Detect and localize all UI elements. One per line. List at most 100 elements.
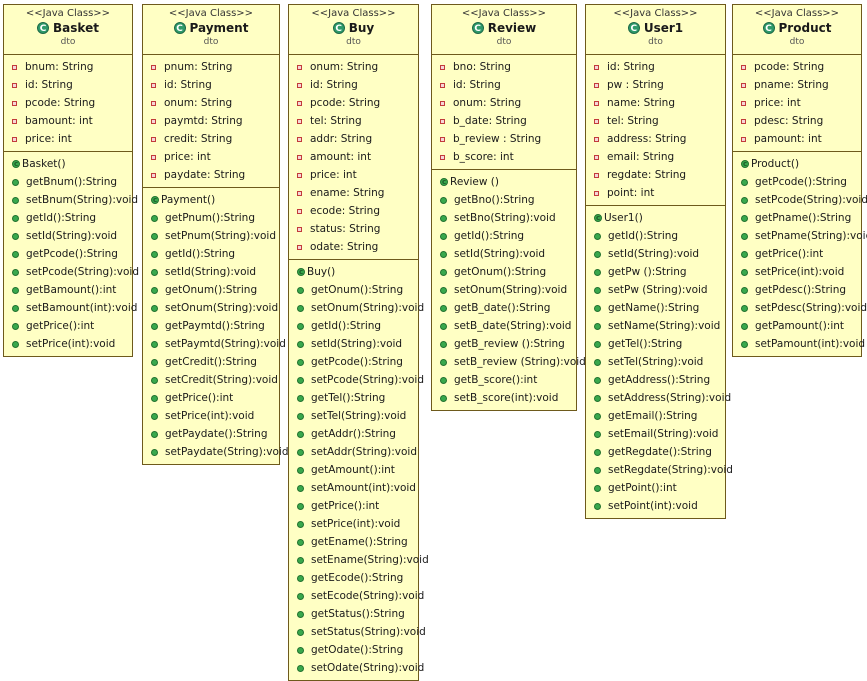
method-text: setId(String):void (608, 248, 700, 260)
constructor-icon (151, 191, 159, 209)
attribute-row: price: int (4, 130, 132, 148)
method-row: getTel():String (586, 335, 725, 353)
method-row: setAmount(int):void (289, 479, 418, 497)
method-text: setOnum(String):void (454, 284, 568, 296)
public-method-icon (440, 268, 447, 276)
method-text: getPcode():String (755, 176, 847, 188)
method-row: getPcode():String (289, 353, 418, 371)
method-row: setPamount(int):void (733, 335, 865, 353)
public-method-icon (297, 484, 304, 492)
method-text: setId(String):void (454, 248, 546, 260)
package-label: dto (346, 37, 361, 47)
method-row: getPnum():String (143, 209, 279, 227)
method-text: getB_score():int (454, 374, 538, 386)
method-text: getEcode():String (311, 572, 404, 584)
method-text: getPw ():String (608, 266, 687, 278)
method-text: setTel(String):void (608, 356, 704, 368)
method-row: getB_score():int (432, 371, 576, 389)
attribute-row: onum: String (289, 58, 418, 76)
stereotype-label: <<Java Class>> (168, 8, 254, 19)
attribute-text: pcode: String (754, 61, 825, 73)
method-row: setB_date(String):void (432, 317, 576, 335)
public-method-icon (12, 268, 19, 276)
public-method-icon (297, 592, 304, 600)
attribute-text: b_review : String (453, 133, 542, 145)
constructor-icon (12, 155, 20, 173)
attribute-row: pcode: String (733, 58, 861, 76)
class-icon: C (173, 22, 186, 34)
method-row: setId(String):void (586, 245, 725, 263)
public-method-icon (440, 394, 447, 402)
method-text: getPnum():String (165, 212, 255, 224)
private-field-icon (151, 136, 156, 142)
methods-section: User1() getId():String setId(String):void g… (586, 206, 733, 518)
public-method-icon (594, 430, 601, 438)
method-row: setPw (String):void (586, 281, 725, 299)
public-method-icon (297, 394, 304, 402)
public-method-icon (297, 358, 304, 366)
public-method-icon (741, 322, 748, 330)
method-text: getPrice():int (311, 500, 380, 512)
method-row: setId(String):void (432, 245, 576, 263)
method-row: setB_review (String):void (432, 353, 586, 371)
attribute-text: addr: String (310, 133, 373, 145)
method-row: getPw ():String (586, 263, 725, 281)
method-text: getId():String (608, 230, 679, 242)
attribute-row: bno: String (432, 58, 576, 76)
method-row: setPoint(int):void (586, 497, 725, 515)
attribute-row: id: String (289, 76, 418, 94)
attribute-row: ecode: String (289, 202, 418, 220)
public-method-icon (594, 448, 601, 456)
attribute-row: address: String (586, 130, 725, 148)
public-method-icon (594, 286, 601, 294)
public-method-icon (12, 232, 19, 240)
attribute-text: paydate: String (164, 169, 246, 181)
method-row: setPrice(int):void (733, 263, 861, 281)
method-text: getPrice():int (755, 248, 824, 260)
method-text: setBno(String):void (454, 212, 556, 224)
method-row: setName(String):void (586, 317, 725, 335)
method-text: setPcode(String):void (26, 266, 139, 278)
attribute-text: pnum: String (164, 61, 233, 73)
public-method-icon (151, 286, 158, 294)
public-method-icon (297, 322, 304, 330)
attribute-text: pcode: String (310, 97, 381, 109)
attribute-text: b_score: int (453, 151, 514, 163)
public-method-icon (151, 430, 158, 438)
method-text: getId():String (165, 248, 236, 260)
private-field-icon (297, 100, 302, 106)
private-field-icon (594, 136, 599, 142)
private-field-icon (594, 100, 599, 106)
method-row: getPcode():String (733, 173, 861, 191)
public-method-icon (297, 376, 304, 384)
private-field-icon (297, 172, 302, 178)
public-method-icon (741, 304, 748, 312)
method-row: getId():String (143, 245, 279, 263)
public-method-icon (594, 322, 601, 330)
private-field-icon (151, 172, 156, 178)
attribute-row: id: String (432, 76, 576, 94)
method-text: getPaydate():String (165, 428, 268, 440)
method-text: setPrice(int):void (26, 338, 116, 350)
methods-section: Payment()getPnum():StringsetPnum(String)… (143, 188, 289, 464)
private-field-icon (440, 118, 445, 124)
constructor-text: User1() (604, 212, 643, 224)
attribute-text: bamount: int (25, 115, 93, 127)
public-method-icon (297, 610, 304, 618)
method-text: getPdesc():String (755, 284, 847, 296)
attribute-row: name: String (586, 94, 725, 112)
method-row: getEcode():String (289, 569, 418, 587)
method-row: getB_date():String (432, 299, 576, 317)
constructor-icon (440, 173, 448, 191)
private-field-icon (440, 136, 445, 142)
method-row: getCredit():String (143, 353, 279, 371)
